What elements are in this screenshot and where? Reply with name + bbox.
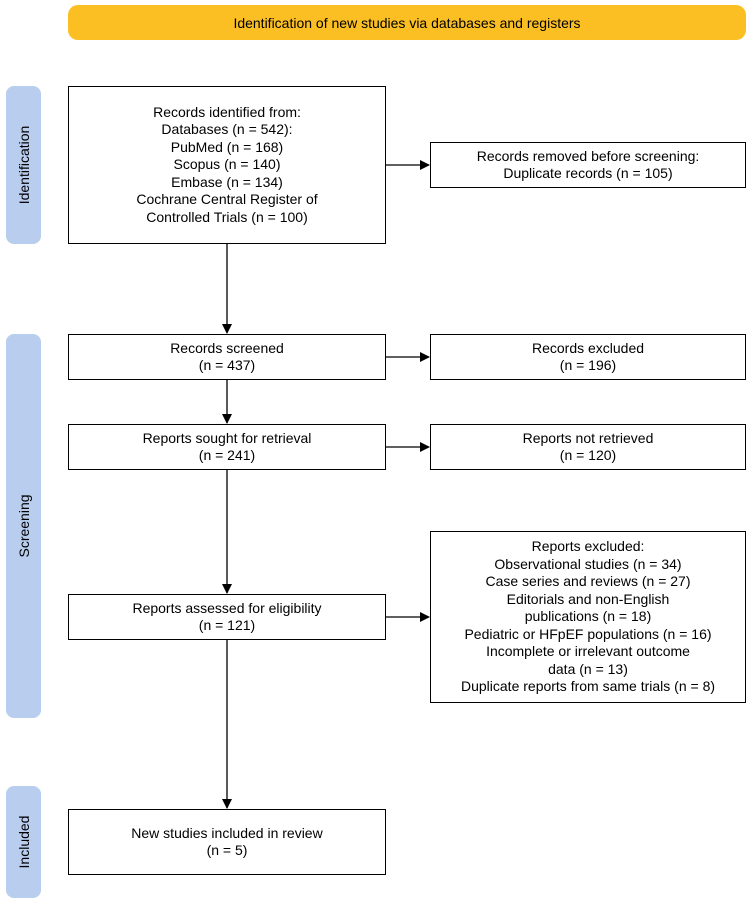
stage-screening: Screening — [6, 334, 41, 718]
box-line: (n = 121) — [198, 617, 256, 633]
box-line: Duplicate records (n = 105) — [503, 165, 673, 181]
box-line: publications (n = 18) — [524, 608, 652, 625]
header-banner: Identification of new studies via databa… — [68, 5, 746, 40]
records-identified-box: Records identified from: Databases (n = … — [68, 86, 386, 244]
records-removed-box: Records removed before screening: Duplic… — [430, 142, 746, 188]
studies-included-box: New studies included in review (n = 5) — [68, 809, 386, 875]
records-screened-box: Records screened (n = 437) — [68, 334, 386, 380]
stage-identification: Identification — [6, 86, 41, 244]
box-line: (n = 437) — [198, 357, 256, 373]
box-line: Records identified from: — [153, 103, 301, 120]
box-line: Duplicate reports from same trials (n = … — [460, 678, 716, 695]
header-title: Identification of new studies via databa… — [233, 14, 581, 31]
box-line: Scopus (n = 140) — [173, 156, 281, 173]
box-line: New studies included in review — [131, 824, 323, 841]
records-excluded-box: Records excluded (n = 196) — [430, 334, 746, 380]
box-line: Embase (n = 134) — [171, 173, 283, 190]
box-line: Databases (n = 542): — [161, 121, 293, 138]
box-line: Reports sought for retrieval — [142, 429, 312, 446]
box-line: data (n = 13) — [548, 660, 628, 677]
reports-not-retrieved-box: Reports not retrieved (n = 120) — [430, 424, 746, 470]
box-line: Reports excluded: — [531, 538, 645, 555]
stage-included: Included — [6, 786, 41, 898]
box-line: Records removed before screening: — [476, 147, 700, 164]
reports-sought-box: Reports sought for retrieval (n = 241) — [68, 424, 386, 470]
box-line: (n = 196) — [559, 357, 617, 373]
box-line: (n = 5) — [206, 842, 248, 858]
box-line: PubMed (n = 168) — [170, 138, 284, 155]
box-line: Records screened — [170, 339, 284, 356]
box-line: Observational studies (n = 34) — [494, 555, 682, 572]
box-line: Reports not retrieved — [522, 429, 654, 446]
box-line: Records excluded — [531, 339, 645, 356]
box-line: Case series and reviews (n = 27) — [485, 573, 691, 590]
box-line: Controlled Trials (n = 100) — [146, 208, 308, 225]
box-line: Incomplete or irrelevant outcome — [486, 643, 690, 660]
box-line: Cochrane Central Register of — [136, 191, 318, 208]
box-line: Editorials and non-English — [506, 590, 670, 607]
reports-excluded-box: Reports excluded: Observational studies … — [430, 531, 746, 703]
box-line: (n = 120) — [559, 447, 617, 463]
box-line: Reports assessed for eligibility — [132, 599, 322, 616]
box-line: Pediatric or HFpEF populations (n = 16) — [464, 625, 712, 642]
box-line: (n = 241) — [198, 447, 256, 463]
reports-assessed-box: Reports assessed for eligibility (n = 12… — [68, 594, 386, 640]
